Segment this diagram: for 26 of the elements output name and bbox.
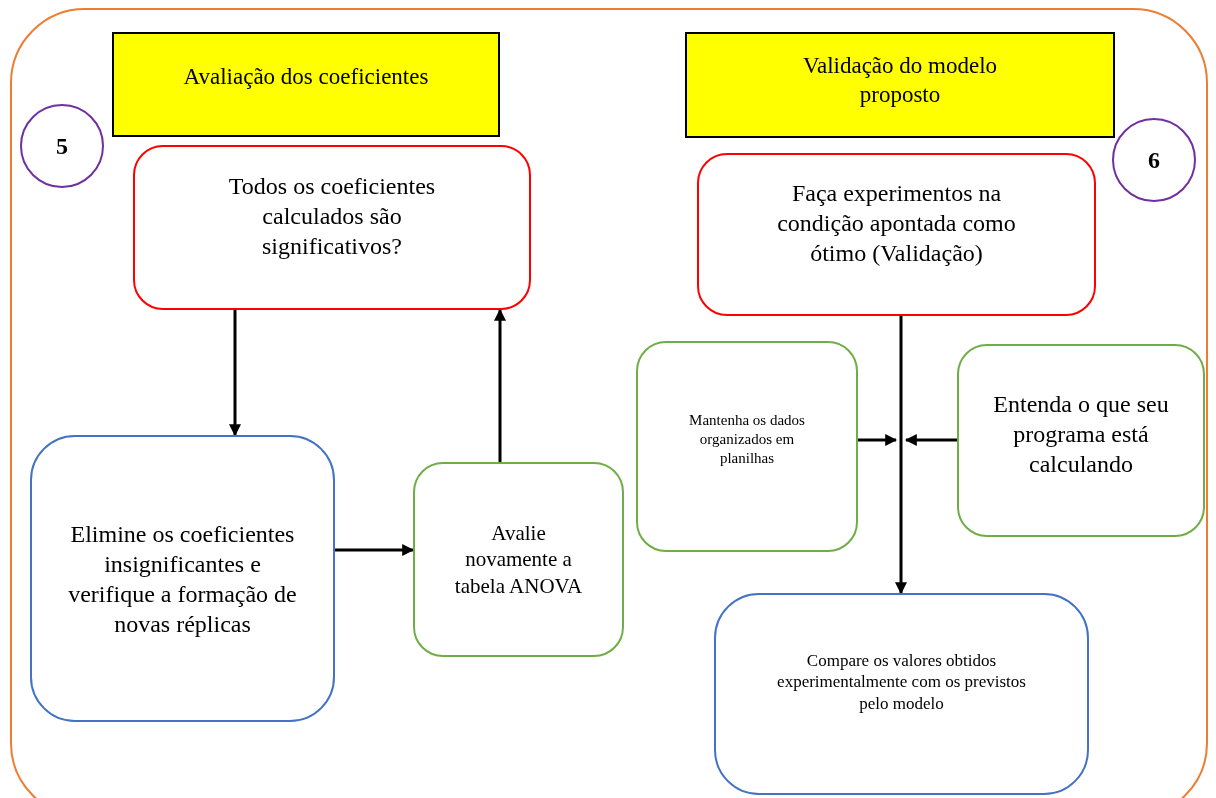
node-text: Compare os valores obtidos experimentalmente com os previstos pelo modelo [776, 650, 1027, 714]
arrow [494, 308, 506, 462]
question-box [133, 145, 531, 310]
title-box [112, 32, 500, 137]
tip-box [636, 341, 858, 552]
node-text: Avaliação dos coeficientes [183, 63, 429, 92]
node-text: Mantenha os dados organizados em planilhas [688, 411, 806, 468]
node-text: Todos os coeficientes calculados são significativos? [227, 171, 437, 261]
tip-box [413, 462, 624, 657]
process-box [30, 435, 335, 722]
arrow [229, 310, 241, 437]
arrow [904, 434, 957, 446]
process-box [714, 593, 1089, 795]
arrow [335, 544, 415, 556]
node-text: Avalie novamente a tabela ANOVA [453, 520, 584, 599]
node-text: 5 [56, 132, 68, 161]
arrow [895, 316, 907, 595]
node-text: Validação do modelo proposto [801, 52, 999, 109]
title-box [685, 32, 1115, 138]
node-text: Elimine os coeficientes insignificantes e verifique a formação de novas réplicas [67, 519, 298, 639]
question-box [697, 153, 1096, 316]
arrow [858, 434, 898, 446]
tip-box [957, 344, 1205, 537]
node-text: Entenda o que seu programa está calculando [992, 389, 1170, 479]
node-text: 6 [1148, 146, 1160, 175]
node-text: Faça experimentos na condição apontada como ótimo (Validação) [776, 178, 1017, 268]
